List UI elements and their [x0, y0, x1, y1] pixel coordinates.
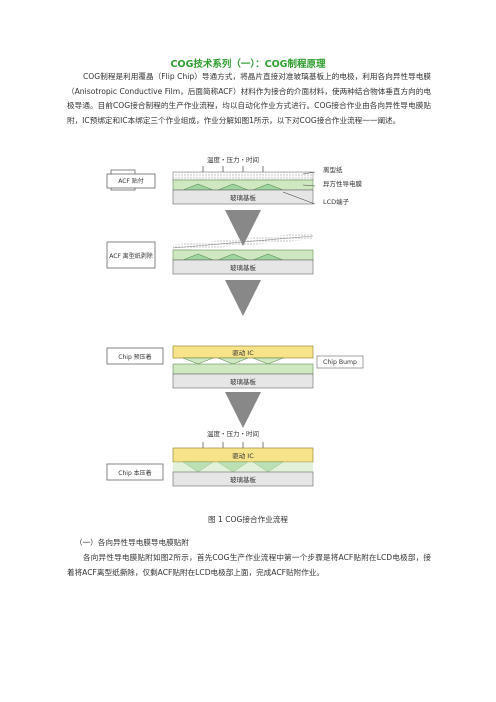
section-heading: （一）各向异性导电膜导电膜贴附 — [75, 538, 189, 547]
stage-release-paper-removal: ACF 离型纸剥除 玻璃基板 — [106, 232, 314, 275]
stage-1-label: ACF 贴付 — [118, 177, 144, 185]
stage-4-substrate: 玻璃基板 — [230, 475, 257, 484]
callout-lcd-terminal: LCD端子 — [323, 197, 350, 206]
stage-4-ic: 驱动 IC — [232, 452, 254, 460]
section-paragraph: 各向异性导电膜贴附如图2所示，首先COG生产作业流程中第一个步骤是将ACF贴附在… — [67, 553, 431, 577]
callout-release-paper: 离型纸 — [323, 165, 343, 174]
intro-paragraph: COG制程是利用覆晶（Flip Chip）导通方式，将晶片直接对准玻璃基板上的电… — [67, 72, 431, 125]
stage-2-substrate: 玻璃基板 — [230, 263, 257, 272]
stage-chip-pre-bonding: Chip 预压着 驱动 IC 玻璃基板 Chip Bump — [106, 345, 364, 389]
stage-3-substrate: 玻璃基板 — [230, 377, 257, 386]
stage-chip-final-bonding: Chip 本压着 温度・压力・时间 驱动 IC 玻璃基板 — [106, 429, 314, 487]
callout-acf: 异方性导电膜 — [323, 179, 363, 188]
stage-4-label: Chip 本压着 — [118, 469, 151, 477]
cog-process-figure: ACF 贴付 温度・压力・时间 玻璃基板 离型纸 异方性导电膜 LCD端子 AC… — [106, 155, 364, 487]
callout-chip-bump: Chip Bump — [323, 359, 357, 366]
stage-3-ic: 驱动 IC — [232, 349, 254, 357]
stage-1-substrate: 玻璃基板 — [230, 193, 257, 202]
figure-caption: 图 1 COG接合作业流程 — [208, 515, 288, 524]
stage-1-top-text: 温度・压力・时间 — [207, 155, 259, 164]
stage-3-label: Chip 预压着 — [118, 353, 151, 361]
document-title: COG技术系列（一）：COG制程原理 — [170, 59, 326, 70]
stage-2-label: ACF 离型纸剥除 — [109, 252, 153, 260]
stage-acf-attach: ACF 贴付 温度・压力・时间 玻璃基板 离型纸 异方性导电膜 LCD端子 — [106, 155, 363, 206]
stage-4-top-text: 温度・压力・时间 — [207, 429, 259, 438]
